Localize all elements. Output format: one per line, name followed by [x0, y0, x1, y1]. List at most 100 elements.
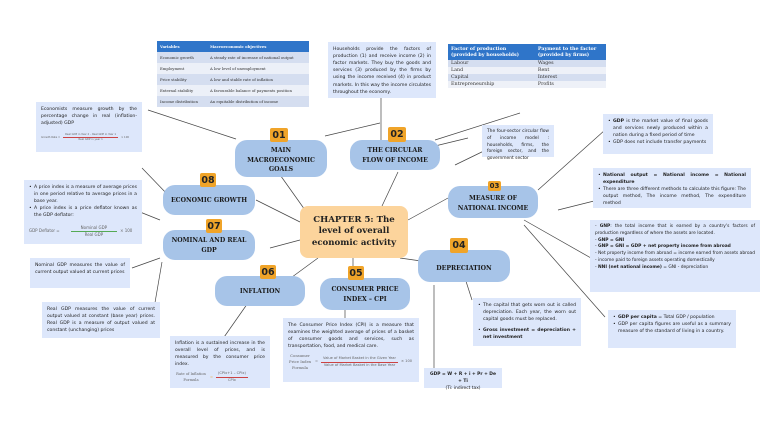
list-item: GDP per capita figures are useful as a s… [613, 321, 731, 335]
node-label: DEPRECIATION [436, 265, 492, 273]
cpi-multiplier: × 100 [401, 359, 413, 364]
growth-numerator: Real GDP in Year 2 – Real GDP in Year 1 [63, 133, 119, 139]
equals-sign: = [210, 374, 214, 379]
price-index-note: A price index is a measure of average pr… [24, 180, 142, 244]
table-cell: Capital [448, 74, 535, 82]
list-item: - Net property income from abroad = inco… [595, 251, 755, 264]
node-economic-growth[interactable]: ECONOMIC GROWTH [163, 185, 255, 215]
deflator-numerator: Nominal GDP [70, 225, 118, 232]
node-cpi[interactable]: CONSUMER PRICE INDEX – CPI [320, 278, 410, 310]
nominal-gdp-note: Nominal GDP measures the value of curren… [30, 258, 130, 288]
node-main-goals[interactable]: MAIN MACROECONOMIC GOALS [235, 140, 327, 177]
inflation-note: Inflation is a sustained increase in the… [170, 336, 270, 388]
inflation-formula: Rate of Inflation Formula = (CPIx+1 – CP… [175, 371, 265, 383]
badge-08: 08 [200, 173, 216, 187]
cpi-numerator: Value of Market Basket in the Given Year [321, 356, 398, 363]
table-cell: Rent [534, 67, 606, 75]
table-cell: A low level of unemployment [206, 63, 309, 74]
inflation-fraction: (CPIx+1 – CPIx) CPIx [216, 371, 248, 383]
goals-table-header: Macroeconomic objectives [206, 41, 309, 52]
cpi-note: The Consumer Price Index (CPI) is a meas… [283, 318, 419, 382]
table-cell: Wages [534, 60, 606, 68]
list-item: National output = National income = Nati… [598, 172, 746, 186]
national-income-note: National output = National income = Nati… [593, 168, 751, 208]
badge-07: 07 [206, 219, 222, 233]
factor-table-header: Payment to the factor (provided by firms… [534, 44, 606, 61]
central-topic-title: CHAPTER 5: The level of overall economic… [311, 214, 397, 248]
growth-note: Economists measure growth by the percent… [36, 102, 142, 152]
deflator-denominator: Real GDP [84, 231, 104, 237]
equals-sign: = [315, 359, 319, 364]
node-label: ECONOMIC GROWTH [170, 197, 248, 205]
growth-formula: Growth Rate = Real GDP in Year 2 – Real … [41, 133, 137, 142]
cpi-fraction: Value of Market Basket in the Given Year… [321, 356, 398, 368]
factor-table: Factor of production (provided by househ… [448, 44, 606, 89]
table-cell: A low and stable rate of inflation [206, 74, 309, 85]
gdp-income-formula: GDP = W + R + i + Pr + De + Ti [430, 372, 496, 384]
node-label: THE CIRCULAR FLOW OF INCOME [362, 147, 428, 164]
node-nominal-real-gdp[interactable]: NOMINAL AND REAL GDP [163, 230, 255, 260]
list-item: The capital that gets worn out is called… [478, 302, 576, 323]
growth-denominator: Real GDP in year 1 [78, 138, 103, 142]
table-cell: Price stability [157, 74, 207, 85]
badge-04: 04 [450, 238, 468, 253]
table-cell: A favourable balance of payments positio… [206, 85, 309, 96]
table-cell: Employment [157, 63, 207, 74]
badge-02: 02 [388, 127, 406, 142]
circular-flow-note: Households provide the factors of produc… [328, 42, 436, 98]
growth-text: Economists measure growth by the percent… [41, 107, 137, 127]
node-label: MEASURE OF NATIONAL INCOME [457, 195, 529, 212]
table-cell: Land [448, 67, 535, 75]
central-topic[interactable]: CHAPTER 5: The level of overall economic… [300, 206, 408, 258]
list-item: - GNP = GNI = GDP + net property income … [595, 244, 731, 250]
goals-table-header: Variables [157, 41, 207, 52]
growth-fraction: Real GDP in Year 2 – Real GDP in Year 1 … [63, 133, 119, 142]
list-item: A price index is a measure of average pr… [29, 184, 137, 205]
inflation-denominator: CPIx [228, 378, 236, 382]
list-item: GDP per capita = Total GDP / population [613, 314, 731, 321]
table-cell: Economic growth [157, 52, 207, 63]
list-item: - GNP = GNI [595, 237, 625, 243]
cpi-formula: Consumer Price Index Formula = Value of … [288, 353, 414, 371]
badge-05: 05 [348, 266, 364, 280]
badge-01: 01 [270, 128, 288, 142]
node-label: MAIN MACROECONOMIC GOALS [247, 147, 315, 174]
inflation-text: Inflation is a sustained increase in the… [175, 341, 265, 368]
node-inflation[interactable]: INFLATION [215, 276, 305, 306]
list-item: Gross investment = depreciation + net in… [478, 327, 576, 341]
table-cell: External stability [157, 85, 207, 96]
goals-table: Variables Macroeconomic objectives Econo… [157, 41, 309, 107]
node-label: NOMINAL AND REAL GDP [171, 237, 247, 254]
table-cell: Income distribution [157, 96, 207, 107]
node-label: INFLATION [239, 288, 281, 296]
node-circular-flow[interactable]: THE CIRCULAR FLOW OF INCOME [350, 140, 440, 170]
gdp-definition-note: GDP is the market value of final goods a… [603, 114, 713, 154]
four-sector-text: The four-sector circular flow of income … [487, 129, 549, 162]
table-cell: Entrepreneurship [448, 81, 535, 89]
list-item: A price index is a price deflator known … [29, 205, 137, 219]
list-item: There are three different methods to cal… [598, 186, 746, 207]
node-depreciation[interactable]: DEPRECIATION [418, 250, 510, 282]
nominal-gdp-text: Nominal GDP measures the value of curren… [35, 263, 125, 276]
node-national-income[interactable]: MEASURE OF NATIONAL INCOME [448, 186, 538, 218]
real-gdp-note: Real GDP measures the value of current o… [42, 302, 160, 338]
gdp-deflator-formula: GDP Deflator = Nominal GDP Real GDP × 10… [29, 225, 137, 238]
cpi-denominator: Value of Market Basket in the Base Year [323, 362, 396, 367]
circular-flow-text: Households provide the factors of produc… [333, 47, 431, 95]
factor-table-header: Factor of production (provided by househ… [448, 44, 535, 61]
table-cell: A steady rate of increase of national ou… [206, 52, 309, 63]
inflation-formula-label: Rate of Inflation Formula [176, 371, 206, 382]
growth-label: Growth Rate = [41, 135, 61, 139]
deflator-label: GDP Deflator = [29, 228, 60, 234]
cpi-formula-label: Consumer Price Index Formula [289, 353, 311, 371]
list-item: GDP does not include transfer payments [608, 139, 708, 146]
badge-03: 03 [488, 181, 501, 191]
